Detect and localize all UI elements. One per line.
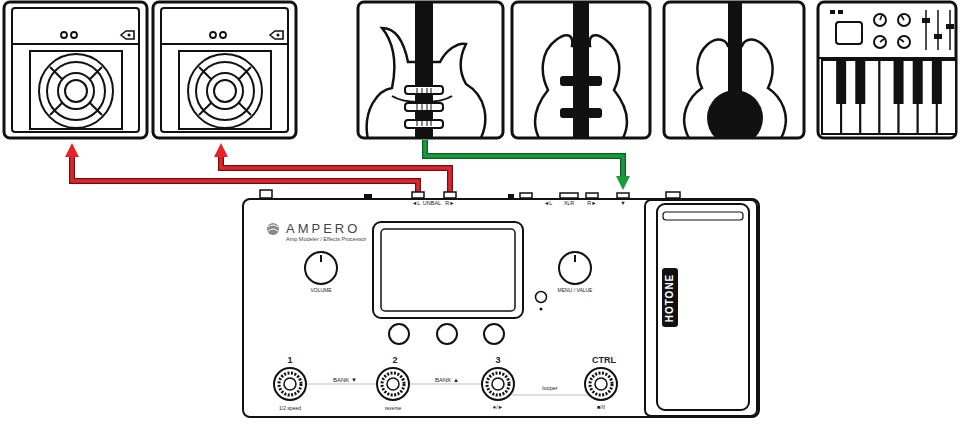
jack-label: ▼ — [619, 201, 626, 207]
brand-name: HOTONE — [665, 273, 675, 322]
function-label: ●/► — [492, 405, 504, 411]
footswitch-number: 3 — [494, 356, 501, 365]
jack-label: R► — [586, 201, 597, 207]
brand-tab: HOTONE — [662, 268, 678, 327]
jack-label: XLR — [563, 201, 576, 207]
bank-label: BANK ▼ — [332, 377, 358, 383]
knob-label: MENU / VALUE — [557, 288, 594, 293]
jack-label: R► — [444, 201, 455, 207]
footswitch-number: 1 — [286, 356, 293, 365]
knob-label: VOLUME — [309, 288, 332, 293]
jack-label: ◄L — [543, 201, 554, 207]
bank-label: BANK ▲ — [434, 377, 460, 383]
processor-housing: AMPERO Amp Modeler / Effects ProcessorHOT… — [242, 198, 760, 418]
brand-logo: AMPERO — [286, 222, 360, 235]
footswitch-number: CTRL — [591, 356, 617, 365]
footswitch-number: 2 — [391, 356, 398, 365]
jack-label: ◄L — [411, 201, 422, 207]
jack-label: UNBAL — [422, 201, 442, 207]
function-label: 1/2 speed — [278, 406, 302, 411]
function-label: reverse — [384, 406, 403, 411]
function-label: ■/II — [596, 405, 606, 411]
subtitle: Amp Modeler / Effects Processor — [286, 237, 366, 243]
function-label: looper — [541, 386, 558, 392]
